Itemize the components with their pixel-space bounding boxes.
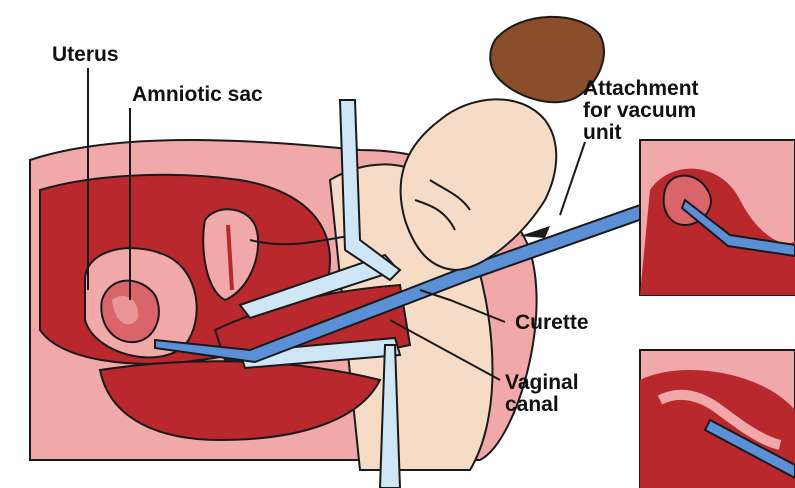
label-curette: Curette	[515, 312, 589, 334]
attachment-leader	[560, 142, 585, 215]
label-uterus: Uterus	[52, 44, 119, 66]
label-attachment: Attachment for vacuum unit	[583, 78, 699, 144]
label-amniotic-sac: Amniotic sac	[132, 84, 263, 106]
label-vaginal-canal: Vaginal canal	[505, 372, 579, 416]
